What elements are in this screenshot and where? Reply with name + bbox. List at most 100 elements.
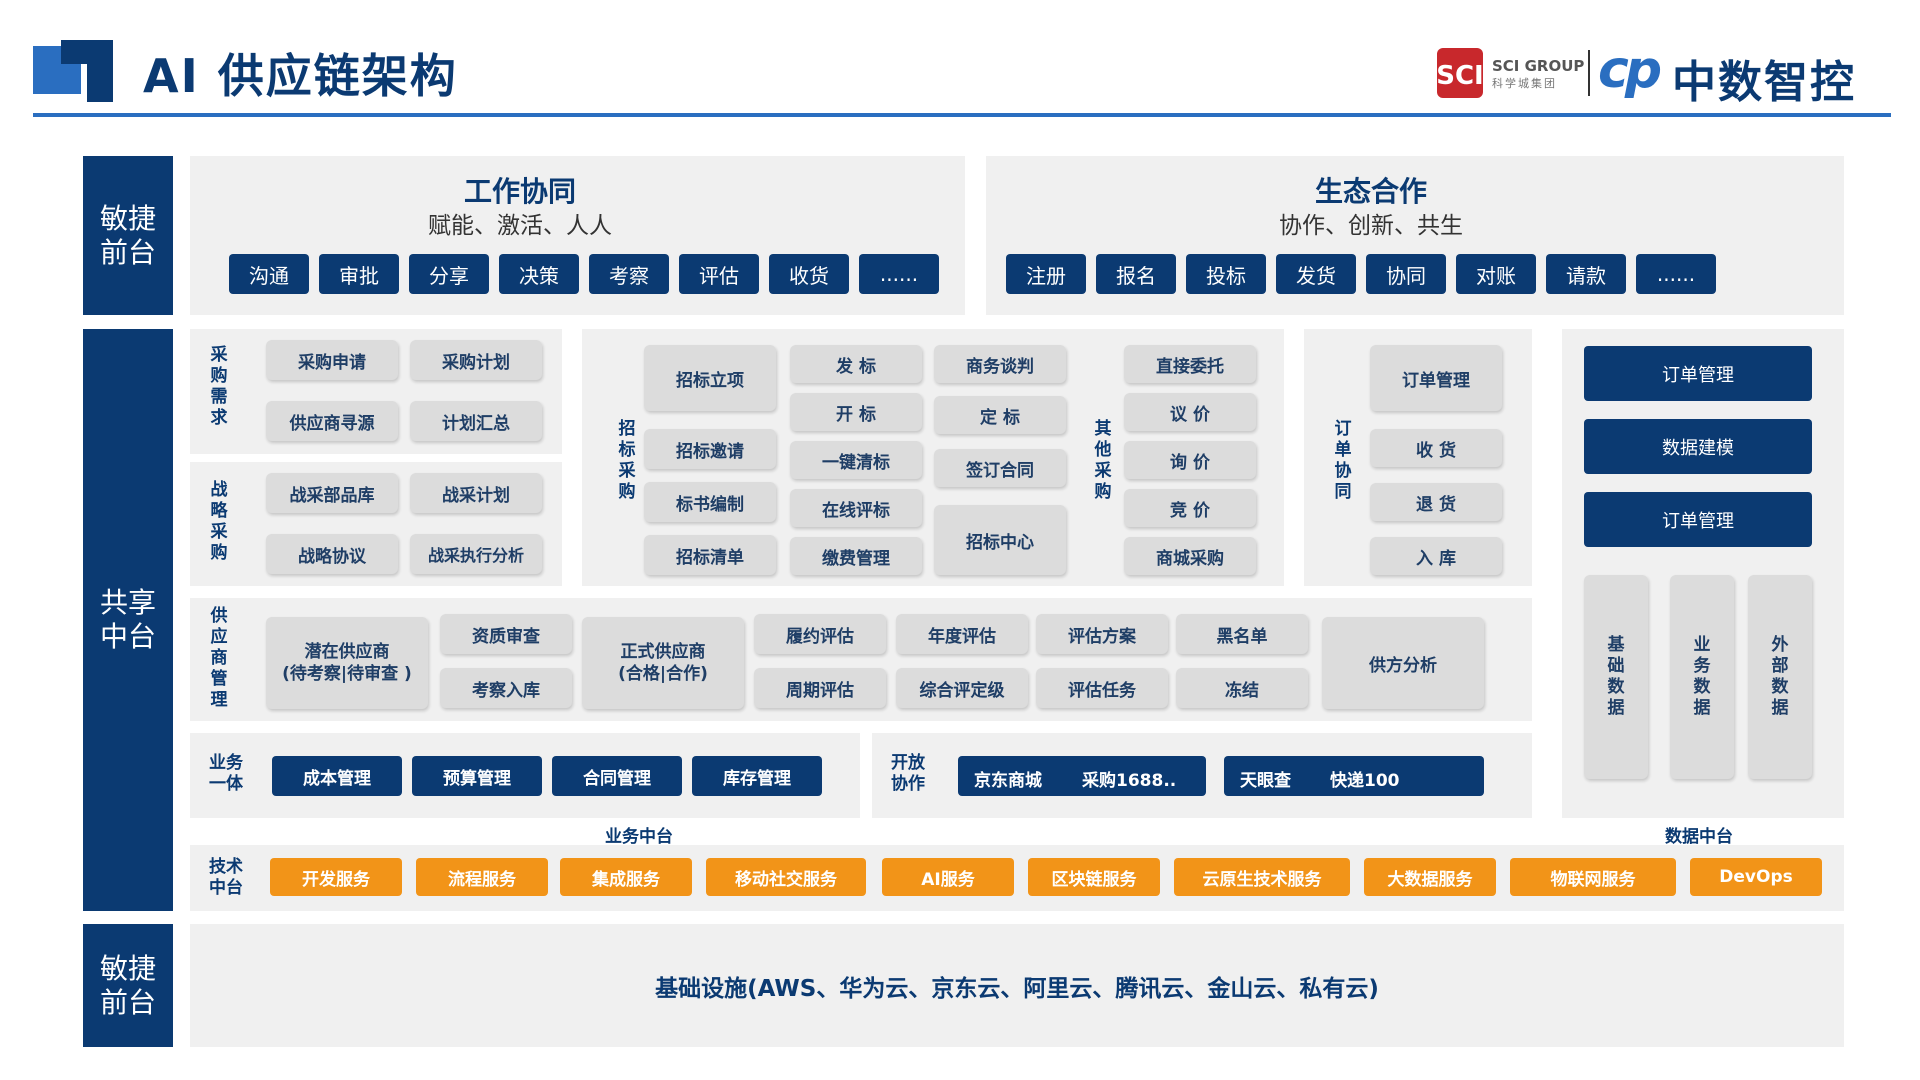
work-button[interactable]: 分享	[409, 254, 489, 294]
chip-strategic-agreement[interactable]: 战略协议	[266, 534, 398, 574]
tianyancha-label: 天眼查	[1240, 771, 1291, 791]
svc-ai[interactable]: AI服务	[882, 858, 1014, 896]
svc-integration[interactable]: 集成服务	[560, 858, 692, 896]
chip-potential-supplier[interactable]: 潜在供应商 (待考察|待审查 )	[266, 617, 428, 709]
btn-budget-mgmt[interactable]: 预算管理	[412, 756, 542, 796]
chip-return-goods[interactable]: 退 货	[1370, 483, 1502, 521]
chip-strategic-analysis[interactable]: 战采执行分析	[410, 534, 542, 574]
chip-supplier-analysis[interactable]: 供方分析	[1322, 617, 1484, 709]
open-collab-label: 开放 协作	[891, 753, 925, 794]
work-button-more[interactable]: ......	[859, 254, 939, 294]
eco-button[interactable]: 发货	[1276, 254, 1356, 294]
btn-contract-mgmt[interactable]: 合同管理	[552, 756, 682, 796]
alibaba-1688-label: 采购1688..	[1082, 771, 1177, 791]
eco-button[interactable]: 投标	[1186, 254, 1266, 294]
chip-one-click-clear[interactable]: 一键清标	[790, 441, 922, 479]
chip-tender-project[interactable]: 招标立项	[644, 345, 776, 411]
col-external-data[interactable]: 外 部 数 据	[1748, 575, 1812, 779]
eco-collab-subtitle: 协作、创新、共生	[1279, 213, 1463, 239]
side-label-shared: 共享 中台	[83, 329, 173, 911]
btn-order-mgmt-1[interactable]: 订单管理	[1584, 346, 1812, 401]
chip-tender-list[interactable]: 招标清单	[644, 535, 776, 575]
chip-procure-plan[interactable]: 采购计划	[410, 340, 542, 380]
data-center-panel: 订单管理 数据建模 订单管理 基 础 数 据 业 务 数 据 外 部 数 据	[1562, 329, 1844, 818]
chip-award-bid[interactable]: 定 标	[934, 396, 1066, 434]
svc-iot[interactable]: 物联网服务	[1510, 858, 1676, 896]
btn-data-modeling[interactable]: 数据建模	[1584, 419, 1812, 474]
external-data-label: 外 部 数 据	[1771, 635, 1789, 718]
svc-devops[interactable]: DevOps	[1690, 858, 1822, 896]
chip-comprehensive-grade[interactable]: 综合评定级	[896, 668, 1028, 708]
chip-order-mgmt[interactable]: 订单管理	[1370, 345, 1502, 411]
work-button[interactable]: 审批	[319, 254, 399, 294]
eco-button[interactable]: 注册	[1006, 254, 1086, 294]
business-data-label: 业 务 数 据	[1693, 635, 1711, 718]
infra-panel: 基础设施(AWS、华为云、京东云、阿里云、腾讯云、金山云、私有云)	[190, 924, 1844, 1047]
eco-button[interactable]: 请款	[1546, 254, 1626, 294]
chip-formal-supplier[interactable]: 正式供应商 (合格|合作)	[582, 617, 744, 709]
chip-mall-purchase[interactable]: 商城采购	[1124, 537, 1256, 575]
chip-plan-summary[interactable]: 计划汇总	[410, 401, 542, 441]
btn-inventory-mgmt[interactable]: 库存管理	[692, 756, 822, 796]
col-basic-data[interactable]: 基 础 数 据	[1584, 575, 1648, 779]
svc-process[interactable]: 流程服务	[416, 858, 548, 896]
chip-performance-eval[interactable]: 履约评估	[754, 614, 886, 654]
work-button[interactable]: 沟通	[229, 254, 309, 294]
chip-auction[interactable]: 竞 价	[1124, 489, 1256, 527]
chip-tender-center[interactable]: 招标中心	[934, 505, 1066, 575]
chip-direct-entrust[interactable]: 直接委托	[1124, 345, 1256, 383]
chip-negotiation[interactable]: 商务谈判	[934, 345, 1066, 383]
chip-online-review[interactable]: 在线评标	[790, 489, 922, 527]
svc-mobile-social[interactable]: 移动社交服务	[706, 858, 866, 896]
chip-eval-plan[interactable]: 评估方案	[1036, 614, 1168, 654]
svc-blockchain[interactable]: 区块链服务	[1028, 858, 1160, 896]
chip-publish-bid[interactable]: 发 标	[790, 345, 922, 383]
eco-button[interactable]: 对账	[1456, 254, 1536, 294]
chip-warehouse-in[interactable]: 入 库	[1370, 537, 1502, 575]
chip-open-bid[interactable]: 开 标	[790, 393, 922, 431]
business-panel: 业务 一体 成本管理 预算管理 合同管理 库存管理	[190, 733, 860, 818]
chip-eval-task[interactable]: 评估任务	[1036, 668, 1168, 708]
chip-tender-invite[interactable]: 招标邀请	[644, 429, 776, 469]
chip-procure-request[interactable]: 采购申请	[266, 340, 398, 380]
supplier-mgmt-panel: 供 应 商 管 理 潜在供应商 (待考察|待审查 ) 资质审查 考察入库 正式供…	[190, 598, 1532, 721]
col-business-data[interactable]: 业 务 数 据	[1670, 575, 1734, 779]
svc-cloud-native[interactable]: 云原生技术服务	[1174, 858, 1350, 896]
basic-data-label: 基 础 数 据	[1607, 635, 1625, 718]
work-button[interactable]: 考察	[589, 254, 669, 294]
data-center-caption: 数据中台	[1665, 827, 1733, 847]
svc-big-data[interactable]: 大数据服务	[1364, 858, 1496, 896]
work-button[interactable]: 评估	[679, 254, 759, 294]
svc-dev[interactable]: 开发服务	[270, 858, 402, 896]
chip-fee-mgmt[interactable]: 缴费管理	[790, 537, 922, 575]
chip-qualification-review[interactable]: 资质审查	[440, 614, 572, 654]
chip-inspection-entry[interactable]: 考察入库	[440, 668, 572, 708]
btn-tianyancha-kuaidi100[interactable]: 天眼查 快递100	[1224, 756, 1484, 796]
kuaidi100-label: 快递100	[1330, 771, 1400, 791]
chip-strategic-plan[interactable]: 战采计划	[410, 473, 542, 513]
chip-bid-doc[interactable]: 标书编制	[644, 482, 776, 522]
strategic-panel: 战 略 采 购 战采部品库 战采计划 战略协议 战采执行分析	[190, 462, 562, 586]
chip-freeze[interactable]: 冻结	[1176, 668, 1308, 708]
eco-button[interactable]: 报名	[1096, 254, 1176, 294]
sci-group-logo: SCI	[1435, 44, 1485, 100]
chip-periodic-eval[interactable]: 周期评估	[754, 668, 886, 708]
chip-negotiate-price[interactable]: 议 价	[1124, 393, 1256, 431]
header-divider	[1588, 50, 1590, 96]
chip-sign-contract[interactable]: 签订合同	[934, 449, 1066, 487]
chip-annual-eval[interactable]: 年度评估	[896, 614, 1028, 654]
chip-blacklist[interactable]: 黑名单	[1176, 614, 1308, 654]
btn-cost-mgmt[interactable]: 成本管理	[272, 756, 402, 796]
chip-strategic-parts[interactable]: 战采部品库	[266, 473, 398, 513]
chip-inquiry[interactable]: 询 价	[1124, 441, 1256, 479]
work-collab-title: 工作协同	[463, 175, 576, 208]
btn-order-mgmt-2[interactable]: 订单管理	[1584, 492, 1812, 547]
chip-supplier-sourcing[interactable]: 供应商寻源	[266, 401, 398, 441]
other-purchase-label: 其 他 采 购	[1094, 419, 1112, 502]
eco-button[interactable]: 协同	[1366, 254, 1446, 294]
btn-jd-1688[interactable]: 京东商城 采购1688..	[958, 756, 1206, 796]
chip-receive-goods[interactable]: 收 货	[1370, 429, 1502, 467]
eco-button-more[interactable]: ......	[1636, 254, 1716, 294]
work-button[interactable]: 收货	[769, 254, 849, 294]
work-button[interactable]: 决策	[499, 254, 579, 294]
